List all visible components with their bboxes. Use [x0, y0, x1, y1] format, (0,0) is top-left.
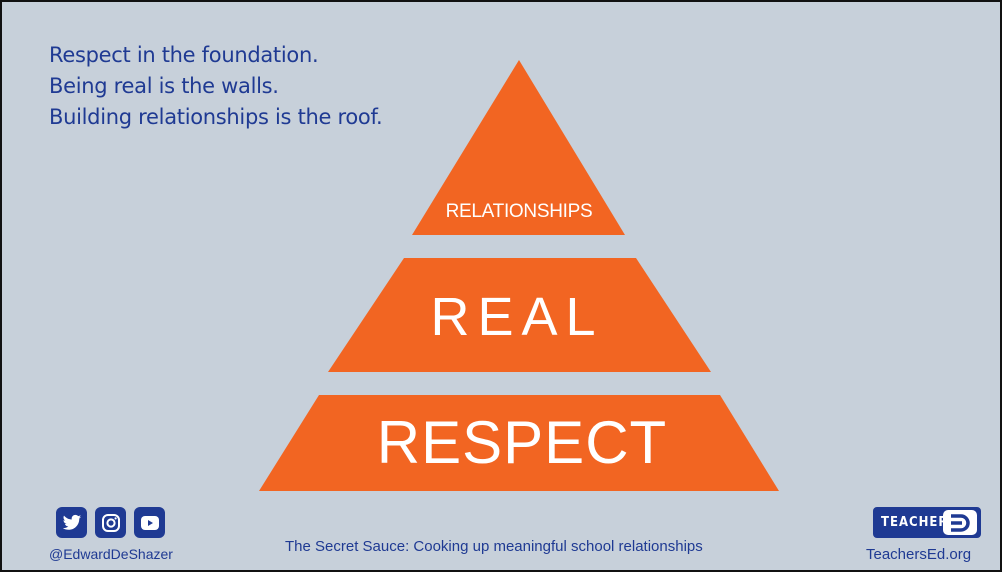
logo-e-mark-icon	[943, 510, 977, 535]
teachersed-logo: TEACHERS	[873, 507, 981, 538]
intro-line-1: Respect in the foundation.	[49, 43, 319, 67]
social-icons	[56, 507, 165, 538]
intro-text: Respect in the foundation. Being real is…	[49, 40, 383, 133]
pyramid-tier-top	[412, 60, 625, 235]
social-handle: @EdwardDeShazer	[49, 546, 173, 562]
website-link[interactable]: TeachersEd.org	[866, 546, 972, 563]
intro-line-2: Being real is the walls.	[49, 74, 279, 98]
tier-label-respect: RESPECT	[376, 409, 668, 476]
twitter-icon[interactable]	[56, 507, 87, 538]
pyramid-tier-middle	[328, 258, 711, 372]
presentation-title: The Secret Sauce: Cooking up meaningful …	[285, 538, 703, 555]
logo-text: TEACHERS	[881, 515, 958, 530]
pyramid-tier-bottom	[259, 395, 779, 491]
youtube-icon[interactable]	[134, 507, 165, 538]
tier-label-real: REAL	[430, 287, 604, 347]
tier-label-relationships: RELATIONSHIPS	[445, 201, 593, 222]
intro-line-3: Building relationships is the roof.	[49, 105, 383, 129]
instagram-icon[interactable]	[95, 507, 126, 538]
